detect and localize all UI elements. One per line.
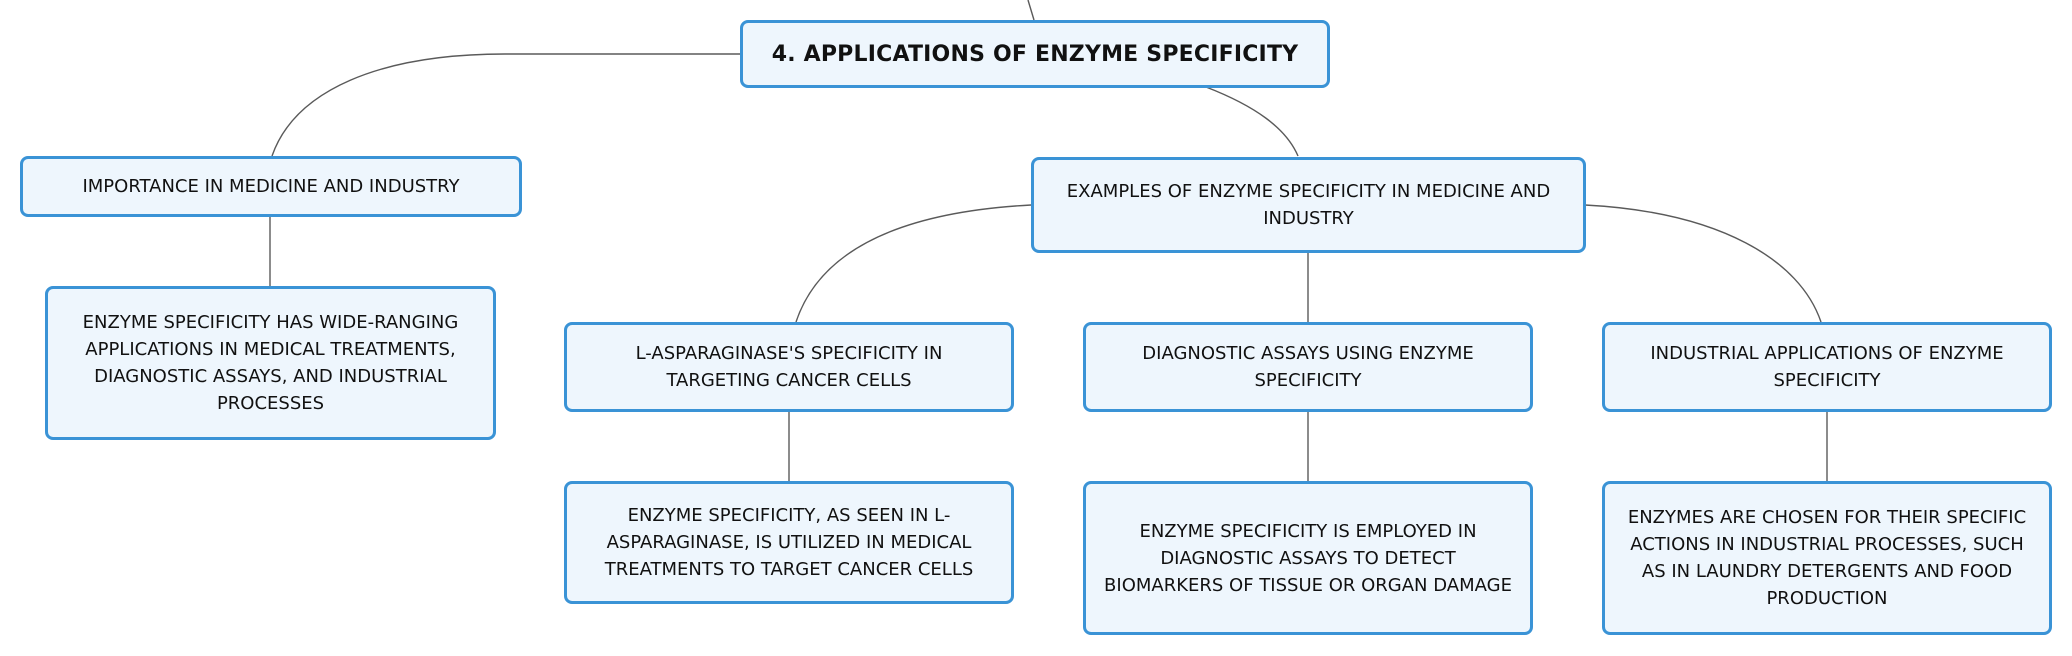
industrial-detail-node[interactable]: ENZYMES ARE CHOSEN FOR THEIR SPECIFIC AC… (1602, 481, 2052, 635)
industrial-detail-label: ENZYMES ARE CHOSEN FOR THEIR SPECIFIC AC… (1627, 507, 2027, 609)
diagnostic-node-label: DIAGNOSTIC ASSAYS USING ENZYME SPECIFICI… (1142, 343, 1474, 391)
connector-root-examples (1205, 86, 1299, 157)
importance-detail-node[interactable]: ENZYME SPECIFICITY HAS WIDE-RANGING APPL… (45, 286, 496, 440)
asparaginase-node[interactable]: L-ASPARAGINASE'S SPECIFICITY IN TARGETIN… (564, 322, 1014, 412)
connector-examples-industrial (1584, 204, 1822, 323)
importance-node[interactable]: IMPORTANCE IN MEDICINE AND INDUSTRY (20, 156, 522, 217)
examples-node-label: EXAMPLES OF ENZYME SPECIFICITY IN MEDICI… (1066, 181, 1551, 229)
importance-detail-label: ENZYME SPECIFICITY HAS WIDE-RANGING APPL… (82, 312, 459, 414)
root-node[interactable]: 4. APPLICATIONS OF ENZYME SPECIFICITY (740, 20, 1330, 88)
asparaginase-node-label: L-ASPARAGINASE'S SPECIFICITY IN TARGETIN… (635, 343, 943, 391)
industrial-node-label: INDUSTRIAL APPLICATIONS OF ENZYME SPECIF… (1650, 343, 2004, 391)
industrial-node[interactable]: INDUSTRIAL APPLICATIONS OF ENZYME SPECIF… (1602, 322, 2052, 412)
connector-examples-asparaginase (795, 204, 1032, 323)
examples-node[interactable]: EXAMPLES OF ENZYME SPECIFICITY IN MEDICI… (1031, 157, 1586, 253)
asparaginase-detail-label: ENZYME SPECIFICITY, AS SEEN IN L-ASPARAG… (604, 505, 974, 580)
asparaginase-detail-node[interactable]: ENZYME SPECIFICITY, AS SEEN IN L-ASPARAG… (564, 481, 1014, 604)
connector-root-importance (271, 53, 740, 157)
connector-parent-root (1027, 0, 1035, 21)
diagnostic-detail-node[interactable]: ENZYME SPECIFICITY IS EMPLOYED IN DIAGNO… (1083, 481, 1533, 635)
diagnostic-node[interactable]: DIAGNOSTIC ASSAYS USING ENZYME SPECIFICI… (1083, 322, 1533, 412)
diagnostic-detail-label: ENZYME SPECIFICITY IS EMPLOYED IN DIAGNO… (1104, 520, 1512, 596)
root-node-label: 4. APPLICATIONS OF ENZYME SPECIFICITY (771, 41, 1299, 67)
importance-node-label: IMPORTANCE IN MEDICINE AND INDUSTRY (82, 176, 460, 197)
